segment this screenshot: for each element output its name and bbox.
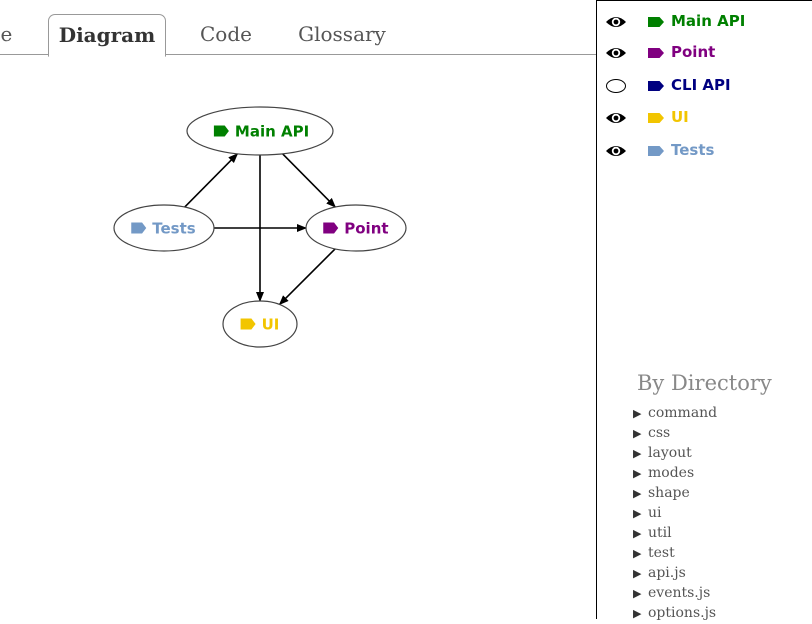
directory-item-label: api.js (648, 565, 686, 581)
expand-arrow-icon[interactable]: ▶ (633, 527, 642, 540)
directory-item-label: shape (648, 485, 690, 501)
node-shape (305, 204, 407, 252)
tag-icon (323, 222, 339, 234)
tag-icon (648, 48, 664, 58)
node-point[interactable]: Point (305, 204, 407, 252)
tab-overview[interactable]: ge (0, 22, 13, 46)
eye-icon[interactable] (605, 44, 627, 62)
directory-item-label: layout (648, 445, 692, 461)
directory-item[interactable]: ▶ util (633, 523, 717, 543)
legend-label: Main API (671, 12, 746, 30)
directory-item-label: command (648, 405, 718, 421)
tag-icon (213, 125, 229, 137)
expand-arrow-icon[interactable]: ▶ (633, 507, 642, 520)
node-main-api[interactable]: Main API (186, 106, 334, 156)
tag-icon (240, 318, 256, 330)
legend-label: CLI API (671, 76, 731, 94)
eye-icon[interactable] (605, 109, 627, 127)
tag-icon (648, 81, 664, 91)
node-label: Point (344, 220, 388, 238)
legend-item-ui[interactable]: UI (605, 107, 805, 131)
directory-item-label: options.js (648, 605, 717, 621)
side-panel: Main API Point CLI API UI Tests By Direc… (596, 0, 812, 621)
legend-item-cli-api[interactable]: CLI API (605, 75, 805, 99)
directory-heading: By Directory (637, 371, 772, 395)
directory-item[interactable]: ▶ shape (633, 483, 717, 503)
expand-arrow-icon[interactable]: ▶ (633, 467, 642, 480)
directory-item-label: events.js (648, 585, 711, 601)
tag-icon (131, 222, 147, 234)
node-shape (222, 300, 298, 348)
node-label: Main API (235, 123, 309, 141)
node-shape (186, 106, 334, 156)
expand-arrow-icon[interactable]: ▶ (633, 567, 642, 580)
legend-item-point[interactable]: Point (605, 42, 805, 66)
tab-divider (0, 54, 597, 55)
directory-item[interactable]: ▶ css (633, 423, 717, 443)
directory-item[interactable]: ▶ events.js (633, 583, 717, 603)
legend-item-main-api[interactable]: Main API (605, 11, 805, 35)
tab-code[interactable]: Code (200, 22, 252, 46)
tag-icon (648, 113, 664, 123)
directory-item-label: css (648, 425, 671, 441)
directory-item[interactable]: ▶ modes (633, 463, 717, 483)
directory-list: ▶command▶css▶layout▶modes▶shape▶ui▶util▶… (633, 403, 717, 623)
node-label: UI (262, 316, 280, 334)
expand-arrow-icon[interactable]: ▶ (633, 547, 642, 560)
legend-label: UI (671, 108, 689, 126)
tab-diagram[interactable]: Diagram (48, 14, 166, 57)
tag-icon (648, 17, 664, 27)
node-label: Tests (152, 220, 196, 238)
edge-main-api-to-point (282, 153, 336, 208)
tag-icon (648, 146, 664, 156)
legend-label: Point (671, 43, 716, 61)
eye-icon[interactable] (605, 142, 627, 160)
expand-arrow-icon[interactable]: ▶ (633, 427, 642, 440)
eye-closed-icon[interactable] (605, 77, 627, 95)
directory-item[interactable]: ▶ command (633, 403, 717, 423)
expand-arrow-icon[interactable]: ▶ (633, 407, 642, 420)
expand-arrow-icon[interactable]: ▶ (633, 487, 642, 500)
tab-glossary[interactable]: Glossary (298, 22, 386, 46)
expand-arrow-icon[interactable]: ▶ (633, 447, 642, 460)
tab-bar: ge Diagram Code Glossary (0, 0, 597, 57)
directory-item-label: test (648, 545, 675, 561)
directory-item[interactable]: ▶ test (633, 543, 717, 563)
expand-arrow-icon[interactable]: ▶ (633, 587, 642, 600)
directory-item[interactable]: ▶ options.js (633, 603, 717, 623)
node-shape (113, 204, 215, 252)
node-ui[interactable]: UI (222, 300, 298, 348)
node-tests[interactable]: Tests (113, 204, 215, 252)
directory-item-label: util (648, 525, 672, 541)
edge-point-to-ui (278, 248, 336, 306)
directory-item[interactable]: ▶ layout (633, 443, 717, 463)
directory-item-label: ui (648, 505, 662, 521)
directory-item[interactable]: ▶ ui (633, 503, 717, 523)
directory-item-label: modes (648, 465, 695, 481)
expand-arrow-icon[interactable]: ▶ (633, 607, 642, 620)
edge-tests-to-main-api (184, 153, 239, 208)
legend-label: Tests (671, 141, 715, 159)
eye-icon[interactable] (605, 13, 627, 31)
legend-item-tests[interactable]: Tests (605, 140, 805, 164)
directory-item[interactable]: ▶ api.js (633, 563, 717, 583)
